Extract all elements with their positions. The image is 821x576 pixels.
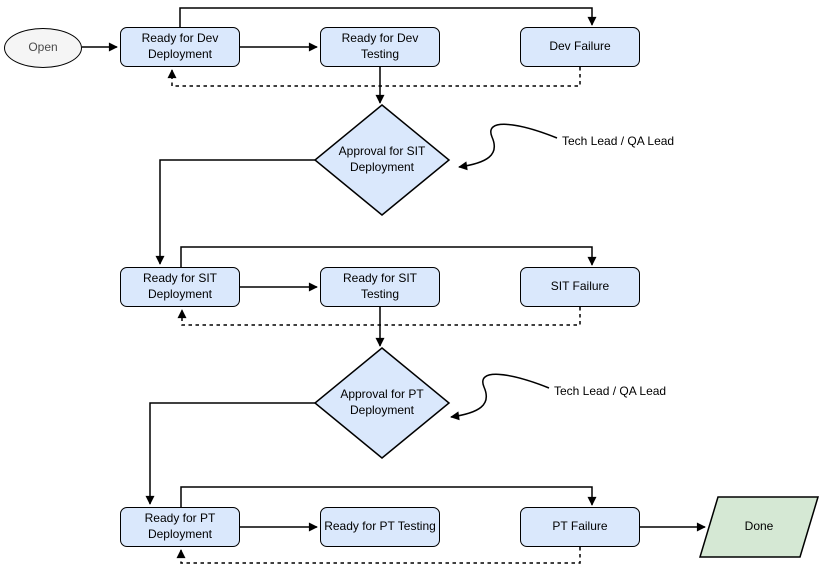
approval-pt-diamond — [313, 347, 451, 459]
approval-pt-text: Approval for PT Deployment — [340, 387, 424, 417]
edge-approval-sit-to-ready-sit-deployment — [155, 159, 315, 265]
node-ready-dev-testing: Ready for Dev Testing — [320, 27, 440, 67]
node-approval-pt-label: Approval for PT Deployment — [315, 348, 449, 458]
node-approval-sit-label: Approval for SIT Deployment — [315, 105, 449, 215]
node-dev-failure-label: Dev Failure — [549, 39, 611, 54]
node-ready-sit-deployment-label: Ready for SIT Deployment — [142, 271, 218, 301]
done-text: Done — [744, 519, 774, 534]
annotation-sit-approver: Tech Lead / QA Lead — [562, 134, 675, 148]
annotation-pt-approver: Tech Lead / QA Lead — [554, 384, 667, 398]
node-dev-failure: Dev Failure — [520, 27, 640, 67]
node-ready-sit-deployment: Ready for SIT Deployment — [120, 267, 240, 307]
node-ready-dev-testing-label: Ready for Dev Testing — [341, 31, 419, 61]
approval-sit-diamond — [313, 104, 451, 216]
node-sit-failure-label: SIT Failure — [550, 279, 610, 294]
node-pt-failure-label: PT Failure — [552, 519, 608, 534]
node-open: Open — [4, 28, 82, 68]
edge-dev-failure-to-ready-dev-deployment-dashed — [167, 67, 581, 87]
node-ready-pt-testing: Ready for PT Testing — [320, 507, 440, 547]
node-sit-failure: SIT Failure — [520, 267, 640, 307]
node-ready-sit-testing: Ready for SIT Testing — [320, 267, 440, 307]
node-ready-dev-deployment: Ready for Dev Deployment — [120, 27, 240, 67]
edge-approval-pt-to-ready-pt-deployment — [145, 402, 315, 505]
node-ready-pt-deployment-label: Ready for PT Deployment — [144, 511, 216, 541]
approval-sit-text: Approval for SIT Deployment — [338, 144, 426, 174]
edge-ready-pt-deployment-to-pt-failure — [180, 486, 597, 507]
node-open-label: Open — [28, 40, 58, 55]
node-ready-pt-deployment: Ready for PT Deployment — [120, 507, 240, 547]
edge-pt-approver-annotation-curve — [450, 373, 550, 421]
node-pt-failure: PT Failure — [520, 507, 640, 547]
node-ready-pt-testing-label: Ready for PT Testing — [324, 519, 436, 534]
edge-sit-failure-to-ready-sit-deployment-dashed — [177, 307, 581, 326]
node-ready-sit-testing-label: Ready for SIT Testing — [342, 271, 418, 301]
edge-sit-approver-annotation-curve — [458, 123, 558, 171]
node-done-label: Done — [700, 497, 818, 557]
edge-ready-sit-deployment-to-sit-failure — [180, 246, 597, 267]
node-ready-dev-deployment-label: Ready for Dev Deployment — [141, 31, 219, 61]
done-parallelogram — [698, 496, 820, 558]
edge-pt-failure-to-ready-pt-deployment-dashed — [176, 547, 581, 564]
edge-ready-dev-deployment-to-dev-failure — [179, 7, 597, 27]
